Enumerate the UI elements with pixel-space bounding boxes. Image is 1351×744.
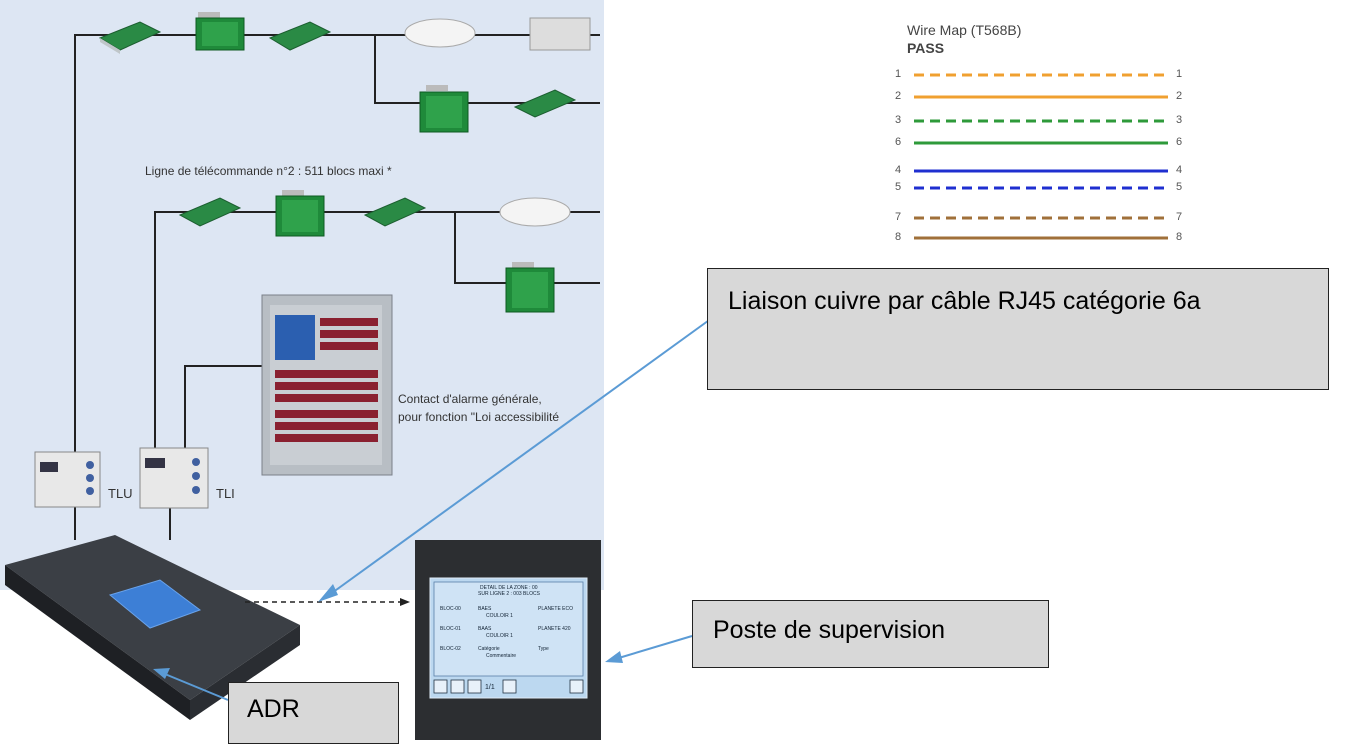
- wire-map-lines: [914, 73, 1168, 240]
- screen-row-3-col2: Catégorie: [478, 646, 500, 652]
- emergency-sign-3: [275, 190, 325, 237]
- wire-pin-right-label: 6: [1176, 136, 1183, 148]
- screen-row-2-bloc: BLOC-01: [440, 626, 461, 632]
- supervision-callout-arrowhead: [605, 651, 623, 663]
- wire-pin-right-label: 8: [1176, 231, 1183, 243]
- supervision-callout: Poste de supervision: [692, 600, 1049, 668]
- wire-pin-right-label: 7: [1176, 211, 1183, 223]
- emergency-block-2: [268, 21, 332, 51]
- screen-row-2-col2: BAAS: [478, 626, 492, 632]
- tli-module: [139, 447, 209, 509]
- wire-pin-right-label: 1: [1176, 68, 1183, 80]
- adr-callout-text: ADR: [247, 695, 300, 723]
- emergency-block-1: [98, 21, 162, 54]
- wire-pin-right-label: 4: [1176, 164, 1183, 176]
- emergency-sign-2: [419, 85, 469, 133]
- wire-pin-left-label: 1: [895, 68, 902, 80]
- tlu-module: [34, 451, 101, 508]
- screen-row-3-sub: Commentaire: [486, 653, 517, 659]
- wire-pin-left-label: 7: [895, 211, 902, 223]
- wire-pin-left-label: 6: [895, 136, 902, 148]
- contact-caption-line2: pour fonction "Loi accessibilité: [398, 410, 560, 424]
- dashed-link-arrowhead: [400, 598, 410, 606]
- screen-header-1: DETAIL DE LA ZONE : 00: [480, 585, 538, 591]
- ceiling-light-1: [404, 18, 476, 48]
- cable-callout: Liaison cuivre par câble RJ45 catégorie …: [707, 268, 1329, 390]
- detector-1: [529, 17, 591, 51]
- screen-header-2: SUR LIGNE 2 : 003 BLOCS: [478, 591, 540, 597]
- wire-map-title: Wire Map (T568B): [907, 22, 1022, 38]
- cable-callout-arrowhead: [318, 584, 338, 602]
- line2-main-wire: [154, 211, 600, 455]
- supervision-callout-text: Poste de supervision: [713, 616, 946, 644]
- adr-callout-line: [159, 671, 229, 701]
- screen-row-3-bloc: BLOC-02: [440, 646, 461, 652]
- contact-wire: [184, 365, 262, 455]
- adr-callout: ADR: [228, 682, 399, 744]
- screen-row-3-col3: Type: [538, 646, 549, 652]
- screen-row-1-sub: COULOIR 1: [486, 613, 513, 619]
- screen-row-2-sub: COULOIR 1: [486, 633, 513, 639]
- wire-pin-left-label: 5: [895, 181, 902, 193]
- wire-pin-left-label: 3: [895, 114, 902, 126]
- screen-row-1-bloc: BLOC-00: [440, 606, 461, 612]
- emergency-sign-1: [195, 12, 245, 51]
- supervision-device: [415, 540, 601, 740]
- adr-callout-arrowhead: [153, 668, 170, 679]
- wire-pin-left-label: 4: [895, 164, 902, 176]
- emergency-sign-4: [505, 262, 555, 313]
- wire-pin-right-label: 5: [1176, 181, 1183, 193]
- line2-caption: Ligne de télécommande n°2 : 511 blocs ma…: [145, 164, 392, 178]
- emergency-block-3: [513, 89, 577, 118]
- contact-caption-line1: Contact d'alarme générale,: [398, 392, 542, 406]
- wire-pin-left-label: 2: [895, 90, 902, 102]
- emergency-block-5: [363, 197, 427, 227]
- screen-row-2-col3: PLANETE 420: [538, 626, 571, 632]
- emergency-block-4: [178, 197, 242, 227]
- screen-row-1-col2: BAES: [478, 606, 492, 612]
- screen-page-indicator: 1/1: [485, 684, 495, 691]
- wire-pin-left-label: 8: [895, 231, 902, 243]
- wire-pin-right-label: 3: [1176, 114, 1183, 126]
- central-cabinet: [261, 294, 393, 476]
- wire-pin-right-label: 2: [1176, 90, 1183, 102]
- wire-map-status: PASS: [907, 40, 945, 56]
- cable-callout-line: [324, 317, 713, 599]
- screen-row-1-col3: PLANETE ECO: [538, 606, 574, 612]
- tlu-label: TLU: [108, 486, 133, 501]
- ceiling-light-2: [499, 197, 571, 227]
- cable-callout-text: Liaison cuivre par câble RJ45 catégorie …: [728, 287, 1201, 315]
- tli-label: TLI: [216, 486, 235, 501]
- supervision-callout-line: [611, 635, 693, 661]
